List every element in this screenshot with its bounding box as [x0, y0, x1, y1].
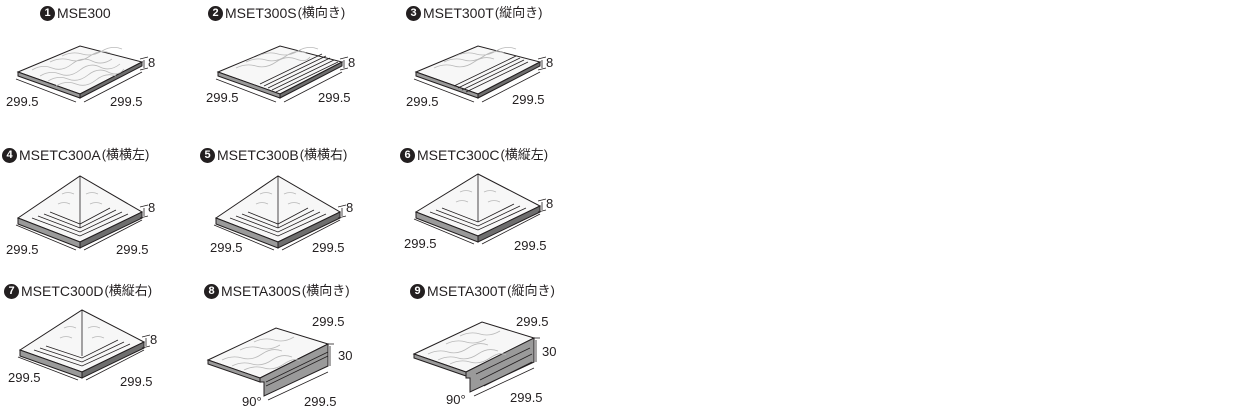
tile-orientation: (横縦右)	[104, 283, 153, 298]
tile-item-9: 9 MSETA300T (縦向き) 299.5 30 299.5 90°	[410, 282, 600, 412]
item-number-badge: 8	[204, 283, 219, 299]
tile-drawing-corner: 8 299.5 299.5	[404, 173, 553, 253]
tile-code: MSETA300T	[427, 283, 507, 299]
tile-code: MSET300T	[423, 5, 494, 21]
tile-drawing-corner: 8 299.5 299.5	[8, 309, 157, 389]
tile-item-8: 8 MSETA300S (横向き) 299.5 30 299.5 90°	[204, 282, 394, 412]
tile-item-6: 6 MSETC300C (横縦左) 8 299.5 299.5	[400, 146, 590, 276]
depth-label: 299.5	[512, 92, 545, 107]
thickness-label: 8	[150, 332, 157, 347]
tile-orientation: (縦向き)	[507, 283, 555, 298]
item-number-badge: 4	[2, 147, 17, 163]
tile-code: MSETA300S	[221, 283, 301, 299]
tile-code: MSETC300B	[217, 147, 299, 163]
tile-title: 4 MSETC300A (横横左)	[2, 146, 149, 164]
tile-item-3: 3 MSET300T (縦向き) 8 299.5 299.5	[404, 4, 594, 134]
tile-code: MSE300	[57, 5, 111, 21]
angle-label: 90°	[446, 392, 466, 407]
width-label: 299.5	[210, 240, 243, 255]
tile-code: MSETC300D	[21, 283, 104, 299]
depth-label: 299.5	[312, 240, 345, 255]
height-label: 30	[542, 344, 556, 359]
tile-orientation: (横向き)	[297, 5, 346, 20]
tile-orientation: (横縦左)	[500, 147, 549, 162]
tile-item-2: 2 MSET300S (横向き) 8 299.5 299.5	[206, 4, 396, 134]
tile-drawing-edge: 8 299.5 299.5	[206, 45, 355, 105]
angle-label: 90°	[242, 394, 262, 409]
thickness-label: 8	[348, 55, 355, 70]
tile-title: 6 MSETC300C (横縦左)	[400, 146, 548, 164]
height-label: 30	[338, 348, 352, 363]
tile-drawing-edge: 8 299.5 299.5	[406, 45, 553, 109]
tile-drawing-corner: 8 299.5 299.5	[6, 175, 155, 257]
tile-code: MSETC300A	[19, 147, 101, 163]
tile-title: 7 MSETC300D (横縦右)	[4, 282, 152, 300]
width-label: 299.5	[6, 94, 39, 109]
tile-title: 9 MSETA300T (縦向き)	[410, 282, 555, 300]
tile-drawing-nosing: 299.5 30 299.5 90°	[206, 314, 352, 409]
tile-title: 5 MSETC300B (横横右)	[200, 146, 347, 164]
tile-drawing-nosing: 299.5 30 299.5 90°	[412, 314, 556, 407]
tile-drawing-corner: 8 299.5 299.5	[210, 175, 353, 255]
width-label: 299.5	[404, 236, 437, 251]
tile-title: 8 MSETA300S (横向き)	[204, 282, 350, 300]
thickness-label: 8	[346, 200, 353, 215]
width-label-top: 299.5	[516, 314, 549, 329]
thickness-label: 8	[148, 55, 155, 70]
item-number-badge: 2	[208, 5, 223, 21]
depth-label: 299.5	[510, 390, 543, 405]
depth-label: 299.5	[318, 90, 351, 105]
width-label: 299.5	[206, 90, 239, 105]
tile-title: 2 MSET300S (横向き)	[208, 4, 345, 22]
tile-code: MSETC300C	[417, 147, 500, 163]
tile-code: MSET300S	[225, 5, 297, 21]
depth-label: 299.5	[116, 242, 149, 257]
width-label: 299.5	[406, 94, 439, 109]
tile-orientation: (横向き)	[301, 283, 350, 298]
item-number-badge: 7	[4, 283, 19, 299]
depth-label: 299.5	[514, 238, 547, 253]
tile-title: 1 MSE300	[40, 4, 112, 22]
tile-orientation: (横横左)	[101, 147, 150, 162]
thickness-label: 8	[546, 55, 553, 70]
tile-orientation: (横横右)	[299, 147, 348, 162]
depth-label: 299.5	[110, 94, 143, 109]
width-label: 299.5	[8, 370, 41, 385]
tile-drawing-flat: 8 299.5 299.5	[6, 45, 155, 109]
tile-item-5: 5 MSETC300B (横横右) 8 299.5 299.5	[200, 146, 390, 276]
width-label: 299.5	[6, 242, 39, 257]
item-number-badge: 9	[410, 283, 425, 299]
item-number-badge: 1	[40, 5, 55, 21]
tile-orientation: (縦向き)	[494, 5, 543, 20]
width-label-top: 299.5	[312, 314, 345, 329]
thickness-label: 8	[546, 196, 553, 211]
tile-item-1: 1 MSE300 8 299.5 299.5	[6, 4, 200, 134]
depth-label: 299.5	[120, 374, 153, 389]
depth-label: 299.5	[304, 394, 337, 409]
tile-title: 3 MSET300T (縦向き)	[406, 4, 542, 22]
tile-item-4: 4 MSETC300A (横横左) 8 299.5 299.5	[2, 146, 192, 276]
thickness-label: 8	[148, 200, 155, 215]
item-number-badge: 6	[400, 147, 415, 163]
item-number-badge: 5	[200, 147, 215, 163]
tile-item-7: 7 MSETC300D (横縦右) 8 299.5 299.5	[4, 282, 194, 412]
item-number-badge: 3	[406, 5, 421, 21]
